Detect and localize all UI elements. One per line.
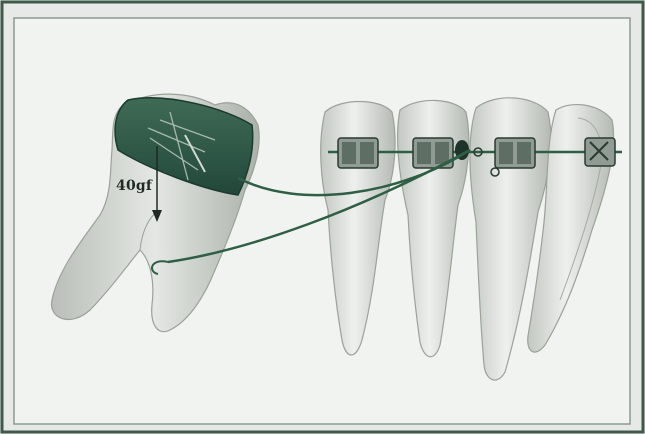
bracket-3 xyxy=(495,138,535,168)
bracket-1 xyxy=(338,138,378,168)
force-label: 40gf xyxy=(116,178,152,194)
bracket-4 xyxy=(585,138,615,166)
